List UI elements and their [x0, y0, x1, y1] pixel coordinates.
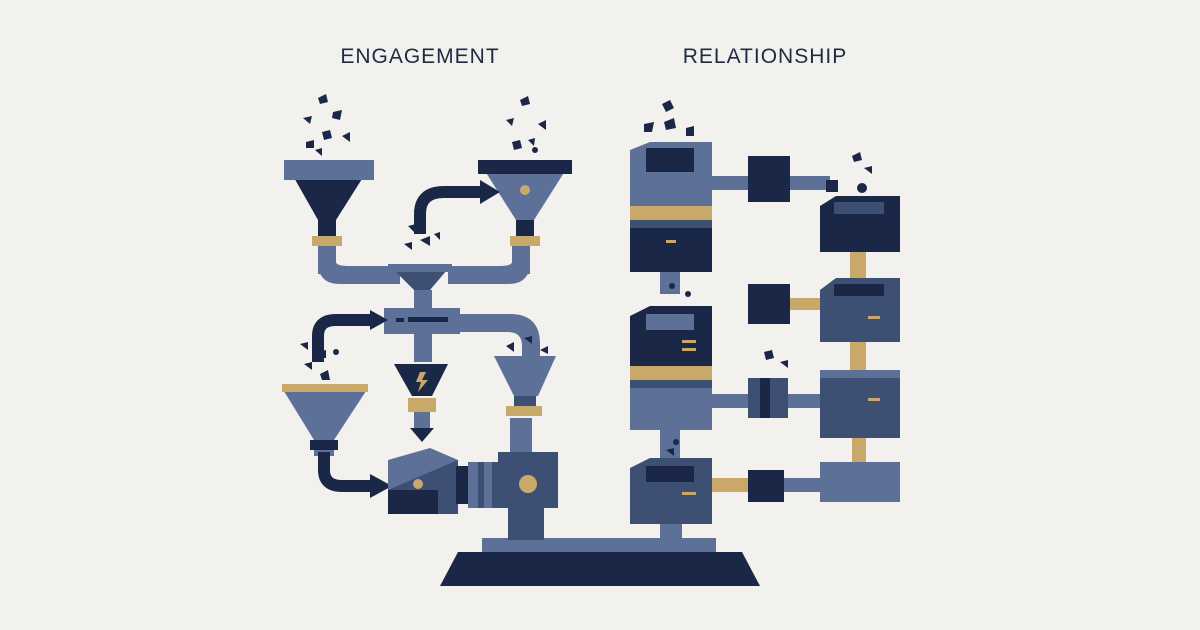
base-platform-icon	[440, 538, 760, 586]
cube-icon	[630, 306, 712, 366]
connector-mark	[396, 318, 404, 322]
arrow-icon	[318, 452, 372, 492]
confetti-particles	[300, 94, 548, 380]
cube-icon	[820, 196, 900, 252]
arrow-icon	[414, 186, 482, 234]
arrow-head	[370, 474, 392, 498]
connector-slot	[408, 317, 448, 322]
funnel-icon	[394, 364, 448, 442]
arrow-head	[480, 180, 500, 204]
cube-stack	[630, 142, 712, 538]
arrow-icon	[312, 314, 372, 362]
relationship-heading: RELATIONSHIP	[682, 45, 848, 68]
funnel-icon	[478, 160, 572, 246]
funnel-icon	[282, 384, 368, 450]
cube-icon	[630, 380, 712, 430]
funnel-icon	[388, 264, 452, 290]
funnel-icon	[494, 356, 556, 416]
cube-icon	[820, 278, 900, 342]
engagement-heading: ENGAGEMENT	[340, 45, 500, 68]
cube-column-right	[820, 196, 900, 502]
lightning-icon	[416, 372, 428, 392]
cube-icon	[820, 370, 900, 438]
arrow-head	[370, 310, 388, 330]
cube-icon	[630, 458, 712, 524]
machine-icon	[388, 448, 558, 540]
funnel-icon	[284, 160, 374, 246]
confetti-particles	[644, 100, 872, 456]
connector-bars	[712, 156, 838, 502]
cube-icon	[630, 220, 712, 272]
cube-icon	[630, 142, 712, 206]
